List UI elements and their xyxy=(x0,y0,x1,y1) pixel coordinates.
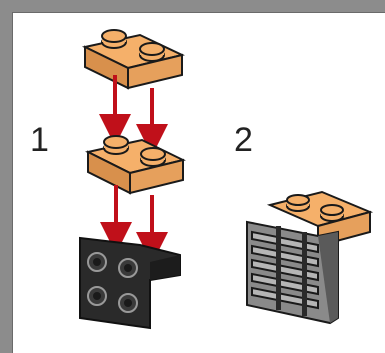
step-number-2: 2 xyxy=(234,121,253,159)
tan-plate-top xyxy=(81,29,185,90)
step-number-1: 1 xyxy=(30,121,49,159)
assembled-grille xyxy=(246,190,374,325)
black-bracket xyxy=(79,236,181,330)
red-arrows-upper xyxy=(99,75,168,156)
red-arrows-lower xyxy=(100,185,168,264)
tan-plate-middle xyxy=(85,135,186,195)
